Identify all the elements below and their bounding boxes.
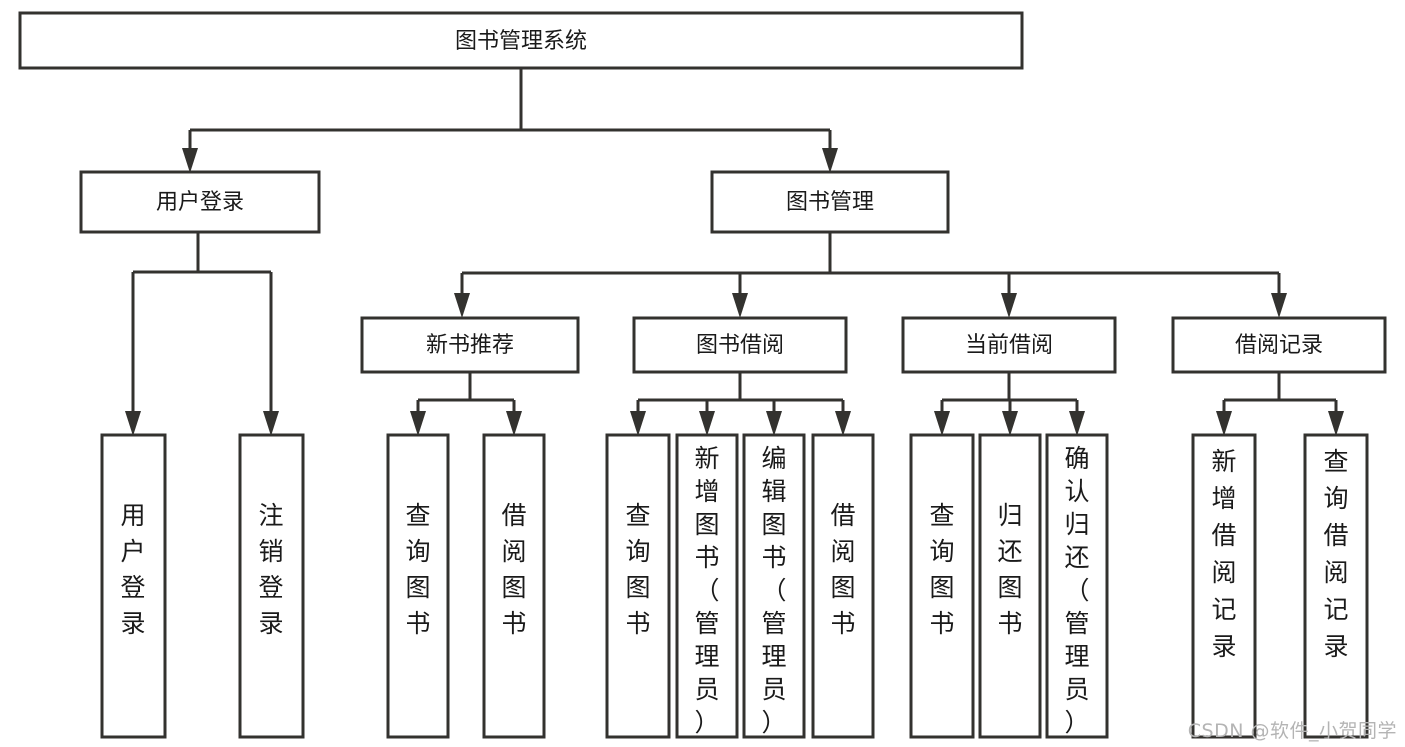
leaf-box[interactable] bbox=[811, 433, 875, 739]
leaf-label: 确认归还（管理员） bbox=[1064, 444, 1089, 737]
csdn-watermark: CSDN @软件_小贺同学 bbox=[1187, 720, 1397, 742]
leaf-node[interactable]: 借阅图书 bbox=[811, 433, 875, 739]
node-user-login-label: 用户登录 bbox=[156, 190, 244, 215]
leaf-box[interactable] bbox=[1303, 433, 1369, 739]
arrow-head-icon bbox=[766, 411, 782, 436]
connector-group-borrow bbox=[630, 372, 851, 436]
leaf-node[interactable]: 查询图书 bbox=[605, 433, 671, 739]
leaf-node[interactable]: 借阅图书 bbox=[482, 433, 546, 739]
leaf-label: 用户登录 bbox=[120, 501, 145, 638]
connector-group-login bbox=[125, 232, 279, 436]
arrow-head-icon bbox=[1216, 411, 1232, 436]
leaf-node[interactable]: 查询图书 bbox=[909, 433, 975, 739]
arrow-head-icon bbox=[263, 411, 279, 436]
arrow-head-icon bbox=[506, 411, 522, 436]
arrow-head-icon bbox=[410, 411, 426, 436]
connector-group-bookmgmt bbox=[454, 232, 1287, 318]
arrow-head-icon bbox=[699, 411, 715, 436]
arrow-head-icon bbox=[182, 148, 198, 173]
leaf-label: 查询图书 bbox=[929, 501, 954, 638]
leaf-box[interactable] bbox=[1045, 433, 1109, 739]
arrow-head-icon bbox=[1069, 411, 1085, 436]
arrow-head-icon bbox=[1002, 411, 1018, 436]
node-current-borrow-label: 当前借阅 bbox=[965, 333, 1053, 358]
leaf-label: 注销登录 bbox=[258, 501, 283, 638]
leaf-node[interactable]: 查询借阅记录 bbox=[1303, 433, 1369, 739]
leaf-box[interactable] bbox=[742, 433, 806, 739]
arrow-head-icon bbox=[1001, 293, 1017, 318]
leaf-label: 查询借阅记录 bbox=[1323, 447, 1348, 661]
node-new-book-recommend[interactable]: 新书推荐 bbox=[360, 316, 580, 374]
leaf-box[interactable] bbox=[1191, 433, 1257, 739]
leaf-node[interactable]: 新增图书（管理员） bbox=[675, 433, 739, 739]
node-new-book-recommend-label: 新书推荐 bbox=[426, 333, 514, 358]
connector-group-record bbox=[1216, 372, 1344, 436]
node-new-book-recommend-box[interactable] bbox=[360, 316, 580, 374]
arrow-head-icon bbox=[630, 411, 646, 436]
leaf-node[interactable]: 新增借阅记录 bbox=[1191, 433, 1257, 739]
leaf-label: 查询图书 bbox=[405, 501, 430, 638]
node-root-box[interactable] bbox=[18, 11, 1024, 70]
leaf-label: 新增图书（管理员） bbox=[694, 444, 719, 737]
arrow-head-icon bbox=[454, 293, 470, 318]
arrow-head-icon bbox=[1328, 411, 1344, 436]
node-book-management-box[interactable] bbox=[710, 170, 950, 234]
leaf-box[interactable] bbox=[605, 433, 671, 739]
node-root-label: 图书管理系统 bbox=[455, 29, 587, 54]
leaf-label: 归还图书 bbox=[997, 501, 1022, 638]
leaf-box[interactable] bbox=[238, 433, 305, 739]
node-book-management[interactable]: 图书管理 bbox=[710, 170, 950, 234]
node-book-borrow-label: 图书借阅 bbox=[696, 333, 784, 358]
node-user-login[interactable]: 用户登录 bbox=[79, 170, 321, 234]
leaf-box[interactable] bbox=[386, 433, 450, 739]
leaf-node[interactable]: 注销登录 bbox=[238, 433, 305, 739]
leaf-node[interactable]: 编辑图书（管理员） bbox=[742, 433, 806, 739]
node-borrow-record[interactable]: 借阅记录 bbox=[1171, 316, 1387, 374]
node-book-management-label: 图书管理 bbox=[786, 190, 874, 215]
leaf-box[interactable] bbox=[675, 433, 739, 739]
node-user-login-box[interactable] bbox=[79, 170, 321, 234]
arrow-head-icon bbox=[835, 411, 851, 436]
node-book-borrow[interactable]: 图书借阅 bbox=[632, 316, 848, 374]
leaf-label: 借阅图书 bbox=[501, 501, 526, 638]
connector-group-newbook bbox=[410, 372, 522, 436]
connector-group-root bbox=[182, 68, 838, 173]
leaf-box[interactable] bbox=[100, 433, 167, 739]
leaf-box[interactable] bbox=[978, 433, 1042, 739]
node-borrow-record-box[interactable] bbox=[1171, 316, 1387, 374]
leaf-label: 新增借阅记录 bbox=[1211, 447, 1236, 661]
node-current-borrow-box[interactable] bbox=[901, 316, 1117, 374]
leaf-box[interactable] bbox=[909, 433, 975, 739]
leaf-node[interactable]: 用户登录 bbox=[100, 433, 167, 739]
node-borrow-record-label: 借阅记录 bbox=[1235, 333, 1323, 358]
node-current-borrow[interactable]: 当前借阅 bbox=[901, 316, 1117, 374]
arrow-head-icon bbox=[125, 411, 141, 436]
leaf-label: 查询图书 bbox=[625, 501, 650, 638]
arrow-head-icon bbox=[934, 411, 950, 436]
arrow-head-icon bbox=[732, 293, 748, 318]
leaf-label: 借阅图书 bbox=[830, 501, 855, 638]
arrow-head-icon bbox=[822, 148, 838, 173]
node-root[interactable]: 图书管理系统 bbox=[18, 11, 1024, 70]
arrow-head-icon bbox=[1271, 293, 1287, 318]
leaf-label: 编辑图书（管理员） bbox=[761, 444, 786, 737]
leaf-node[interactable]: 确认归还（管理员） bbox=[1045, 433, 1109, 739]
leaf-node[interactable]: 归还图书 bbox=[978, 433, 1042, 739]
leaf-node[interactable]: 查询图书 bbox=[386, 433, 450, 739]
connector-group-current bbox=[934, 372, 1085, 436]
node-book-borrow-box[interactable] bbox=[632, 316, 848, 374]
leaf-box[interactable] bbox=[482, 433, 546, 739]
